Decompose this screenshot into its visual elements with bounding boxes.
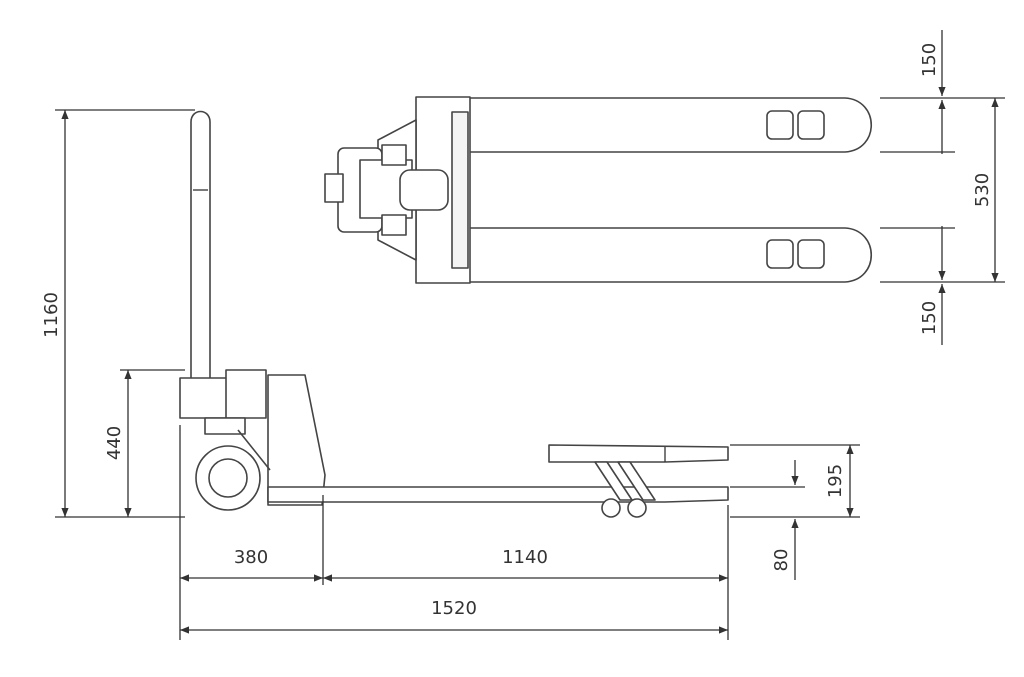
dim-fork-length: 1140 <box>502 547 548 568</box>
dim-max-fork-height: 195 <box>825 464 846 498</box>
side-view-fork-lowered <box>267 486 729 503</box>
side-view-chassis <box>267 374 326 506</box>
side-view-fork-raised <box>548 444 729 463</box>
dim-bottom-fork-margin: 150 <box>919 301 940 335</box>
top-view-lower-fork <box>418 227 872 283</box>
side-view-handle <box>190 110 211 378</box>
side-view-vertical-dimensions: 1160 440 195 80 <box>41 109 860 580</box>
dim-overall-length: 1520 <box>431 598 477 619</box>
top-view <box>324 96 872 284</box>
dim-min-fork-height: 80 <box>771 549 792 572</box>
dim-overall-height: 1160 <box>41 292 62 338</box>
dim-top-fork-margin: 150 <box>919 43 940 77</box>
top-view-upper-fork <box>418 97 872 153</box>
side-view-pump-head <box>179 377 229 419</box>
top-view-lower-rollers <box>766 239 825 269</box>
top-view-upper-rollers <box>766 110 825 140</box>
dim-body-height: 440 <box>104 426 125 460</box>
side-view-horizontal-dimensions: 380 1140 1520 <box>179 425 729 640</box>
side-view-steer-wheel <box>195 429 271 511</box>
top-view-pump-assembly <box>324 119 449 261</box>
side-view-load-rollers <box>594 461 656 518</box>
dim-body-length: 380 <box>234 547 268 568</box>
side-view <box>179 110 729 518</box>
top-view-dimensions: 150 530 150 <box>880 30 1005 345</box>
dim-fork-span: 530 <box>972 173 993 207</box>
